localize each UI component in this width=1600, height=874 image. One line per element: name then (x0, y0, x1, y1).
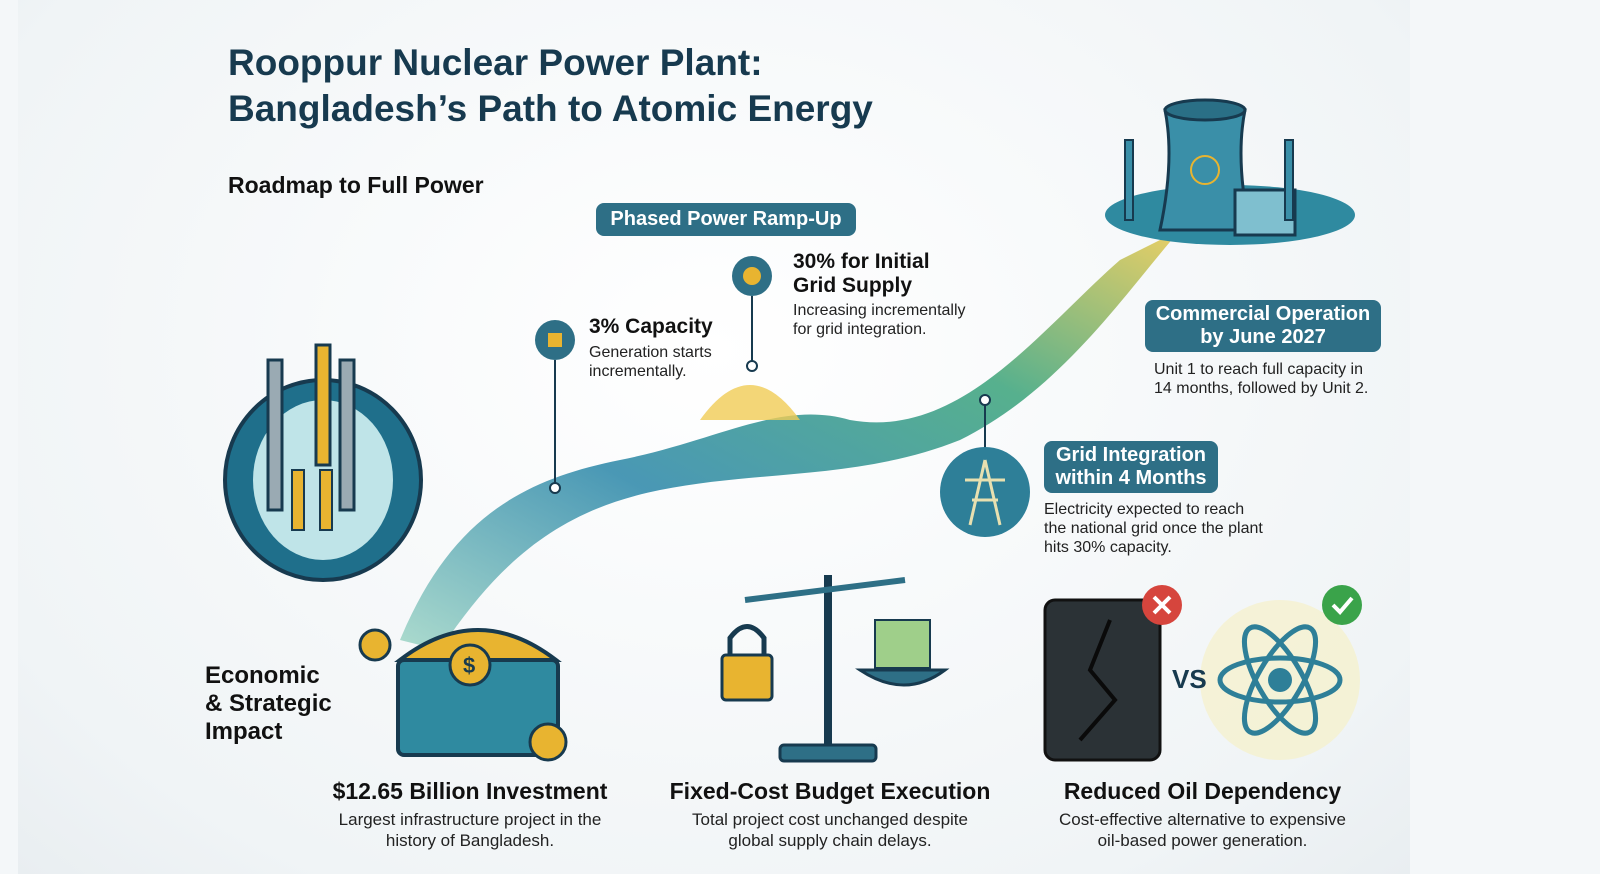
impact-oil-dependency: Reduced Oil Dependency Cost-effective al… (1030, 778, 1375, 851)
milestone-title: Grid Integration (1056, 444, 1206, 466)
ramp-peak (700, 385, 800, 420)
impact-heading-line: & Strategic (205, 690, 332, 717)
phased-ramp-badge: Phased Power Ramp-Up (596, 203, 856, 236)
balance-scale-icon (720, 575, 950, 763)
milestone-title: within 4 Months (1055, 467, 1207, 489)
impact-desc: history of Bangladesh. (385, 831, 555, 850)
milestone-title: 30% for Initial (793, 250, 930, 273)
title-line-2: Bangladesh’s Path to Atomic Energy (228, 88, 873, 129)
energy-flow-path (400, 230, 1180, 650)
roadmap-heading: Roadmap to Full Power (228, 172, 484, 198)
impact-investment: $12.65 Billion Investment Largest infras… (300, 778, 640, 851)
reactor-core-icon (223, 343, 423, 582)
milestone-desc: incrementally. (589, 363, 687, 380)
milestone-desc: Electricity expected to reach (1044, 501, 1245, 518)
atom-icon (1200, 585, 1362, 760)
power-tower-icon (940, 447, 1030, 537)
treasure-chest-icon: $ (358, 628, 568, 762)
impact-title: Fixed-Cost Budget Execution (669, 778, 991, 804)
impact-heading-line: Impact (205, 718, 283, 745)
milestone-desc: Generation starts (589, 344, 712, 361)
milestone-commercial-operation: Commercial Operation by June 2027 Unit 1… (1145, 300, 1381, 398)
impact-title: $12.65 Billion Investment (332, 778, 608, 804)
impact-desc: Largest infrastructure project in the (338, 810, 602, 829)
nuclear-plant-icon (1124, 98, 1297, 237)
impact-desc: Total project cost unchanged despite (692, 810, 968, 829)
milestone-title: by June 2027 (1200, 326, 1326, 348)
milestone-desc: the national grid once the plant (1044, 520, 1263, 537)
impact-fixed-cost: Fixed-Cost Budget Execution Total projec… (655, 778, 1005, 851)
vs-label: VS (1172, 664, 1207, 694)
milestone-desc: 14 months, followed by Unit 2. (1154, 380, 1369, 397)
oil-barrel-icon (1043, 585, 1182, 762)
milestone-grid-integration: Grid Integration within 4 Months Electri… (1044, 441, 1263, 557)
milestone-title: Commercial Operation (1155, 303, 1371, 325)
milestone-desc: Unit 1 to reach full capacity in (1154, 361, 1363, 378)
title-line-1: Rooppur Nuclear Power Plant: (228, 42, 763, 83)
svg-text:$: $ (463, 653, 475, 678)
milestone-3pct: 3% Capacity Generation starts incrementa… (589, 315, 713, 381)
impact-heading: Economic & Strategic Impact (205, 662, 332, 746)
milestone-desc: Increasing incrementally (793, 302, 966, 319)
impact-desc: oil-based power generation. (1097, 831, 1308, 850)
milestone-desc: for grid integration. (793, 321, 927, 338)
milestone-desc: hits 30% capacity. (1044, 539, 1172, 556)
milestone-30pct: 30% for Initial Grid Supply Increasing i… (793, 250, 966, 339)
impact-heading-line: Economic (205, 662, 320, 689)
impact-title: Reduced Oil Dependency (1063, 778, 1342, 804)
impact-desc: global supply chain delays. (728, 831, 932, 850)
milestone-title: 3% Capacity (589, 315, 713, 338)
impact-desc: Cost-effective alternative to expensive (1059, 810, 1346, 829)
milestone-title: Grid Supply (793, 274, 913, 297)
page-title: Rooppur Nuclear Power Plant: Bangladesh’… (228, 40, 873, 132)
